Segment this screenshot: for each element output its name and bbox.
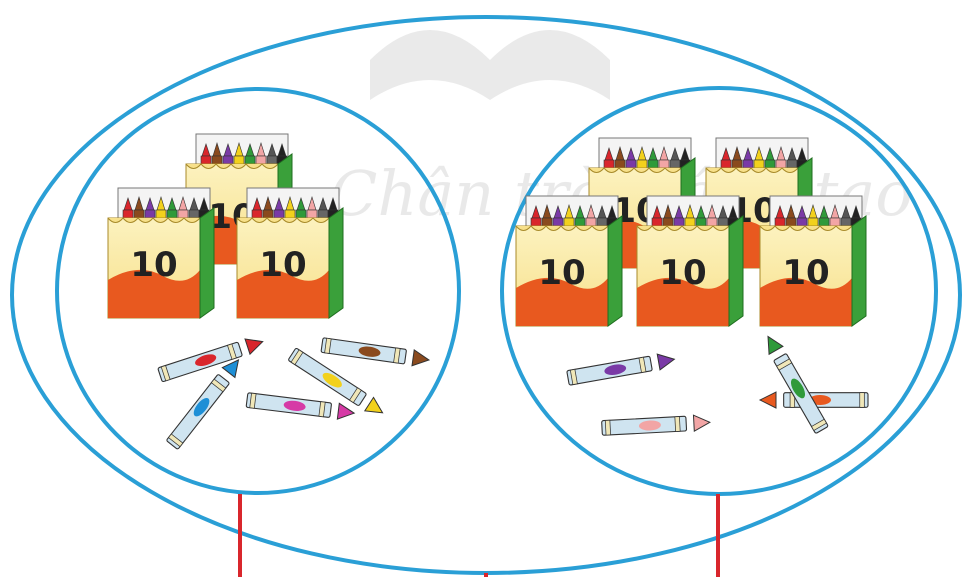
crayon-icon xyxy=(567,351,676,386)
crayon-box-icon: 10 xyxy=(760,196,866,326)
crayon-box-icon: 10 xyxy=(108,188,214,318)
crayon-icon xyxy=(321,337,430,368)
connector-lines xyxy=(240,494,718,577)
crayon-icon xyxy=(246,392,355,421)
crayon-box-icon: 10 xyxy=(516,196,622,326)
crayon-box-label: 10 xyxy=(659,253,706,293)
crayon-box-label: 10 xyxy=(538,253,585,293)
crayon-icon xyxy=(602,414,711,436)
crayon-box-label: 10 xyxy=(130,245,177,285)
crayon-box-label: 10 xyxy=(259,245,306,285)
crayon-icon xyxy=(158,334,266,383)
crayon-box-icon: 10 xyxy=(237,188,343,318)
crayon-box-label: 10 xyxy=(782,253,829,293)
crayon-box-icon: 10 xyxy=(637,196,743,326)
crayon-icon xyxy=(761,332,829,434)
